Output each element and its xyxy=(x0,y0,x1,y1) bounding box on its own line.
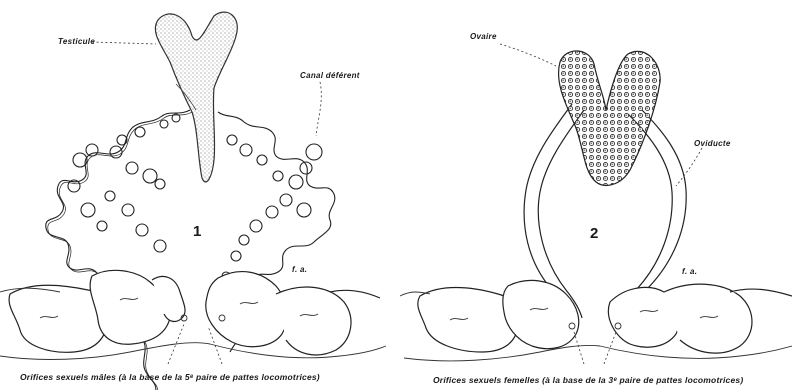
fig1-coxae xyxy=(9,270,380,355)
fig2-ovary xyxy=(559,51,661,186)
figure-2-number: 2 xyxy=(590,226,598,241)
fig1-testis xyxy=(155,12,237,182)
fig2-coxae xyxy=(418,280,792,353)
fig1-coxa-mark: f. a. xyxy=(292,266,307,274)
label-ovaire: Ovaire xyxy=(470,33,497,41)
label-oviducte: Oviducte xyxy=(694,140,731,148)
label-testicule: Testicule xyxy=(58,38,95,46)
figure-1-number: 1 xyxy=(193,224,201,239)
fig2-coxa-mark: f. a. xyxy=(682,268,697,276)
caption-female-orifices: Orifices sexuels femelles (à la base de … xyxy=(433,376,743,385)
label-canal-deferent: Canal déférent xyxy=(300,72,360,80)
caption-male-orifices: Orifices sexuels mâles (à la base de la … xyxy=(20,373,320,382)
